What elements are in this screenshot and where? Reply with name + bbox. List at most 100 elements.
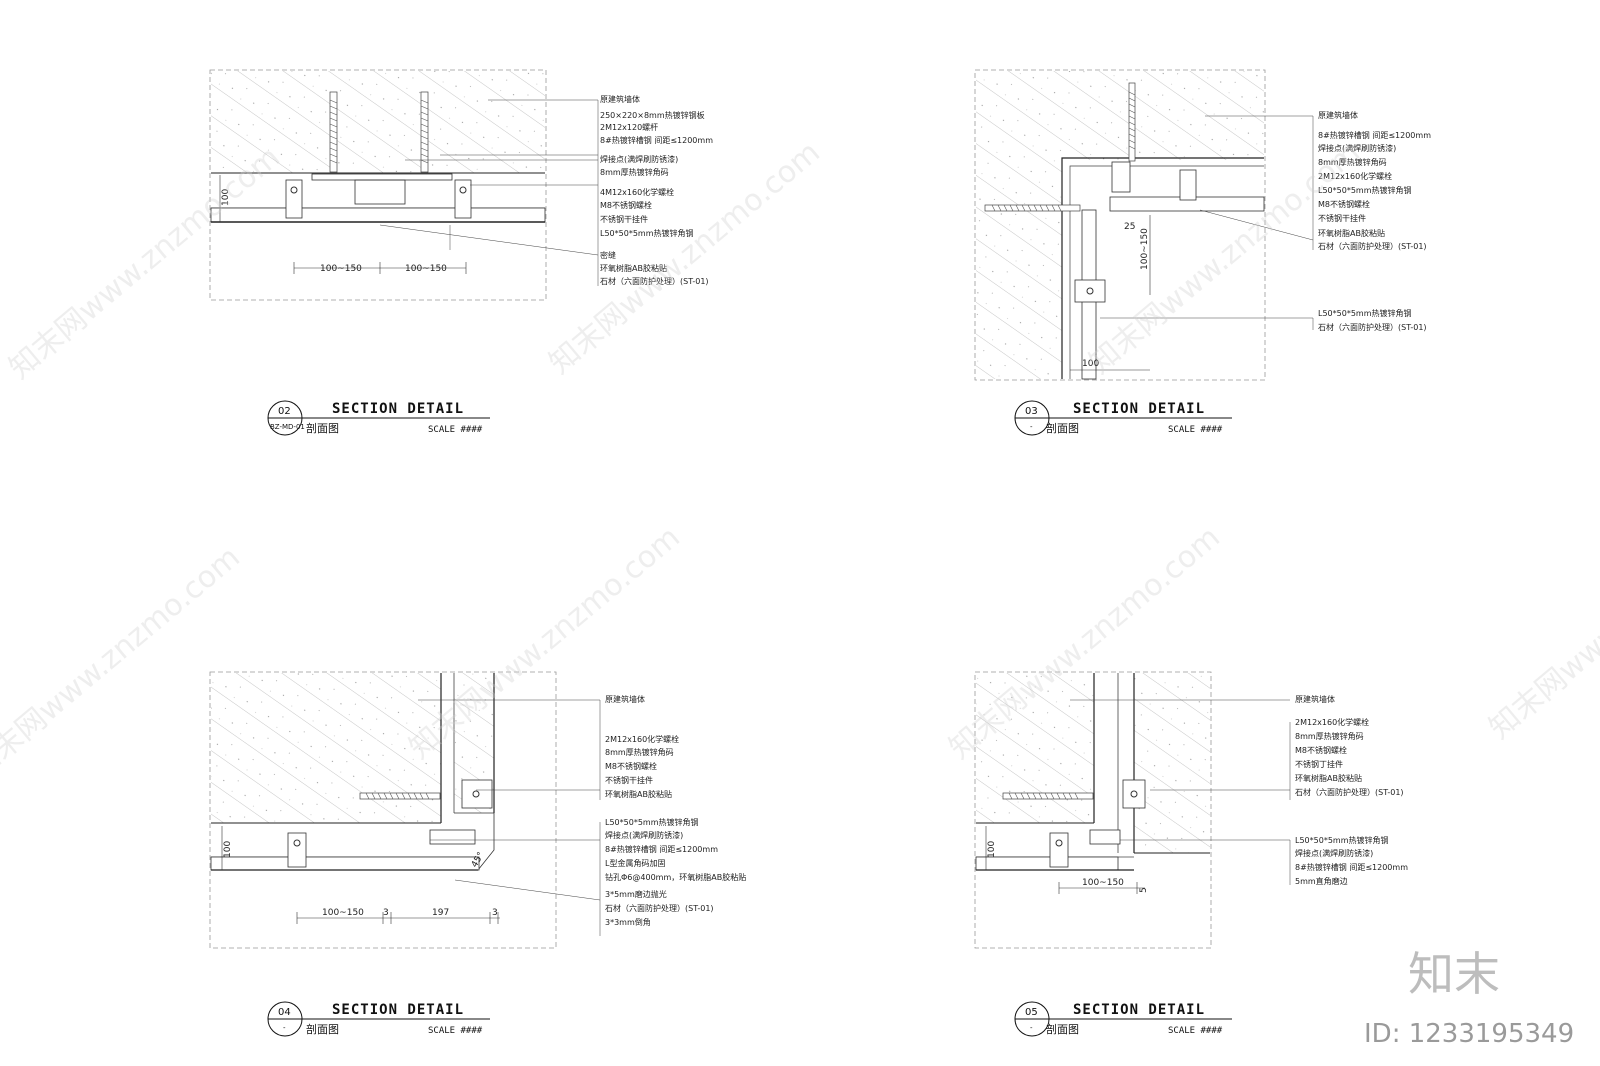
brand-logo: 知末 bbox=[1408, 947, 1500, 1001]
callout-label: 不锈钢干挂件 bbox=[605, 775, 653, 785]
callout-label: L50*50*5mm热镀锌角钢 bbox=[1318, 308, 1412, 318]
callout-label: 石材（六面防护处理）(ST-01) bbox=[1295, 787, 1404, 797]
callout-label: M8不锈钢螺栓 bbox=[1295, 745, 1347, 755]
callout-label: 8mm厚热镀锌角码 bbox=[1295, 731, 1364, 741]
detail-subtitle: 剖面图 bbox=[1046, 1022, 1079, 1036]
detail-number: 04 bbox=[278, 1007, 291, 1018]
dim-label: 100 bbox=[1082, 359, 1099, 369]
detail-03: 25 100~150 100 原建筑墙体 8#热镀锌槽钢 间距≤1200mm 焊… bbox=[974, 69, 1431, 436]
callout-label: 8#热镀锌槽钢 间距≤1200mm bbox=[1318, 130, 1431, 140]
callout-label: 钻孔Φ6@400mm，环氧树脂AB胶粘贴 bbox=[605, 872, 746, 882]
detail-ref: BZ-MD-01 bbox=[270, 423, 305, 431]
detail-number: 03 bbox=[1025, 406, 1038, 417]
detail-ref: - bbox=[283, 1024, 286, 1032]
dim-label: 100~150 bbox=[405, 264, 447, 274]
detail-title: SECTION DETAIL bbox=[332, 1002, 464, 1018]
detail-ref: - bbox=[1030, 423, 1033, 431]
labels-05: 原建筑墙体 2M12x160化学螺栓 8mm厚热镀锌角码 M8不锈钢螺栓 不锈钢… bbox=[1295, 694, 1408, 886]
callout-label: 8mm厚热镀锌角码 bbox=[600, 167, 669, 177]
callout-label: 环氧树脂AB胶粘贴 bbox=[1318, 228, 1385, 238]
dim-label: 100~150 bbox=[322, 908, 364, 918]
callout-label: 2M12x160化学螺栓 bbox=[605, 734, 679, 744]
callout-label: L50*50*5mm热镀锌角钢 bbox=[1318, 185, 1412, 195]
callout-label: 焊接点(满焊刷防锈漆) bbox=[600, 154, 678, 164]
title-block-02: 02 BZ-MD-01 SECTION DETAIL 剖面图 SCALE ###… bbox=[267, 400, 490, 436]
asset-id: ID: 1233195349 bbox=[1364, 1019, 1574, 1049]
title-block-05: 05 - SECTION DETAIL 剖面图 SCALE #### bbox=[1014, 1001, 1232, 1037]
callout-label: 4M12x160化学螺栓 bbox=[600, 187, 674, 197]
callout-label: L型金属角码加固 bbox=[605, 858, 665, 868]
callout-label: L50*50*5mm热镀锌角钢 bbox=[600, 228, 694, 238]
callout-label: 原建筑墙体 bbox=[1318, 110, 1358, 120]
callout-label: 石材（六面防护处理）(ST-01) bbox=[600, 276, 709, 286]
labels-02: 原建筑墙体 250×220×8mm热镀锌钢板 2M12x120螺杆 8#热镀锌槽… bbox=[600, 94, 713, 286]
detail-subtitle: 剖面图 bbox=[1046, 421, 1079, 435]
callout-label: 不锈钢干挂件 bbox=[600, 214, 648, 224]
detail-number: 05 bbox=[1025, 1007, 1038, 1018]
callout-label: 2M12x160化学螺栓 bbox=[1295, 717, 1369, 727]
watermark-text: 知末网www.znzmo.com bbox=[1483, 500, 1600, 746]
callout-label: 3*3mm倒角 bbox=[605, 917, 651, 927]
labels-04: 原建筑墙体 2M12x160化学螺栓 8mm厚热镀锌角码 M8不锈钢螺栓 不锈钢… bbox=[605, 694, 746, 927]
callout-label: 8mm厚热镀锌角码 bbox=[1318, 157, 1387, 167]
dim-label: 197 bbox=[432, 908, 449, 918]
callout-label: L50*50*5mm热镀锌角钢 bbox=[605, 817, 699, 827]
callout-label: M8不锈钢螺栓 bbox=[1318, 199, 1370, 209]
dim-label: 5 bbox=[1139, 887, 1149, 893]
callout-label: 原建筑墙体 bbox=[605, 694, 645, 704]
callout-label: 焊接点(满焊刷防锈漆) bbox=[1318, 143, 1396, 153]
callout-label: 原建筑墙体 bbox=[1295, 694, 1335, 704]
dim-label: 3 bbox=[492, 908, 498, 918]
callout-label: 不锈钢干挂件 bbox=[1318, 213, 1366, 223]
callout-label: 不锈钢丁挂件 bbox=[1295, 759, 1343, 769]
detail-number: 02 bbox=[278, 406, 291, 417]
dim-label: 100 bbox=[987, 841, 997, 858]
detail-04: 100 100~150 3 197 3 45° 原建筑墙体 2M12x160化学… bbox=[209, 671, 746, 1037]
detail-05: 100 100~150 5 原建筑墙体 2M12x160化学螺栓 8mm厚热镀锌… bbox=[974, 671, 1408, 1037]
dim-label: 100~150 bbox=[1082, 878, 1124, 888]
callout-label: 焊接点(满焊刷防锈漆) bbox=[1295, 848, 1373, 858]
callout-label: M8不锈钢螺栓 bbox=[605, 761, 657, 771]
callout-label: 石材（六面防护处理）(ST-01) bbox=[1318, 241, 1427, 251]
dim-label: 100 bbox=[221, 189, 231, 206]
callout-label: 250×220×8mm热镀锌钢板 bbox=[600, 110, 705, 120]
title-block-03: 03 - SECTION DETAIL 剖面图 SCALE #### bbox=[1014, 400, 1232, 436]
detail-ref: - bbox=[1030, 1024, 1033, 1032]
dim-label: 100~150 bbox=[1140, 228, 1150, 270]
callout-label: 焊接点(满焊刷防锈漆) bbox=[605, 830, 683, 840]
callout-label: 2M12x160化学螺栓 bbox=[1318, 171, 1392, 181]
dim-label: 45° bbox=[470, 851, 487, 870]
callout-label: 石材（六面防护处理）(ST-01) bbox=[605, 903, 714, 913]
callout-label: 环氧树脂AB胶粘贴 bbox=[605, 789, 672, 799]
dim-label: 25 bbox=[1124, 222, 1135, 232]
watermark-text: 知末网www.znzmo.com bbox=[3, 140, 287, 386]
callout-label: 8#热镀锌槽钢 间距≤1200mm bbox=[600, 135, 713, 145]
detail-title: SECTION DETAIL bbox=[332, 401, 464, 417]
callout-label: 原建筑墙体 bbox=[600, 94, 640, 104]
callout-label: 环氧树脂AB胶粘贴 bbox=[600, 263, 667, 273]
dim-label: 100 bbox=[223, 841, 233, 858]
dim-label: 100~150 bbox=[320, 264, 362, 274]
callout-label: 8#热镀锌槽钢 间距≤1200mm bbox=[1295, 862, 1408, 872]
watermark-text: 知末网www.znzmo.com bbox=[0, 540, 247, 786]
callout-label: 5mm直角磨边 bbox=[1295, 876, 1348, 886]
callout-label: 8mm厚热镀锌角码 bbox=[605, 747, 674, 757]
detail-scale: SCALE #### bbox=[1168, 1026, 1223, 1036]
callout-label: 8#热镀锌槽钢 间距≤1200mm bbox=[605, 844, 718, 854]
dim-label: 3 bbox=[383, 908, 389, 918]
detail-02: 100 100~150 100~150 原建筑墙体 250×220×8mm热镀锌… bbox=[209, 69, 713, 436]
callout-label: 石材（六面防护处理）(ST-01) bbox=[1318, 322, 1427, 332]
detail-title: SECTION DETAIL bbox=[1073, 1002, 1205, 1018]
watermark-text: 知末网www.znzmo.com bbox=[403, 520, 687, 766]
callout-label: 3*5mm磨边抛光 bbox=[605, 889, 667, 899]
detail-scale: SCALE #### bbox=[1168, 425, 1223, 435]
labels-03: 原建筑墙体 8#热镀锌槽钢 间距≤1200mm 焊接点(满焊刷防锈漆) 8mm厚… bbox=[1318, 110, 1431, 332]
callout-label: L50*50*5mm热镀锌角钢 bbox=[1295, 835, 1389, 845]
wall-hatch bbox=[211, 71, 545, 173]
callout-label: 环氧树脂AB胶粘贴 bbox=[1295, 773, 1362, 783]
callout-label: 2M12x120螺杆 bbox=[600, 122, 658, 132]
watermark-text: 知末网www.znzmo.com bbox=[543, 135, 827, 381]
detail-subtitle: 剖面图 bbox=[306, 421, 339, 435]
callout-label: 密缝 bbox=[600, 250, 616, 260]
